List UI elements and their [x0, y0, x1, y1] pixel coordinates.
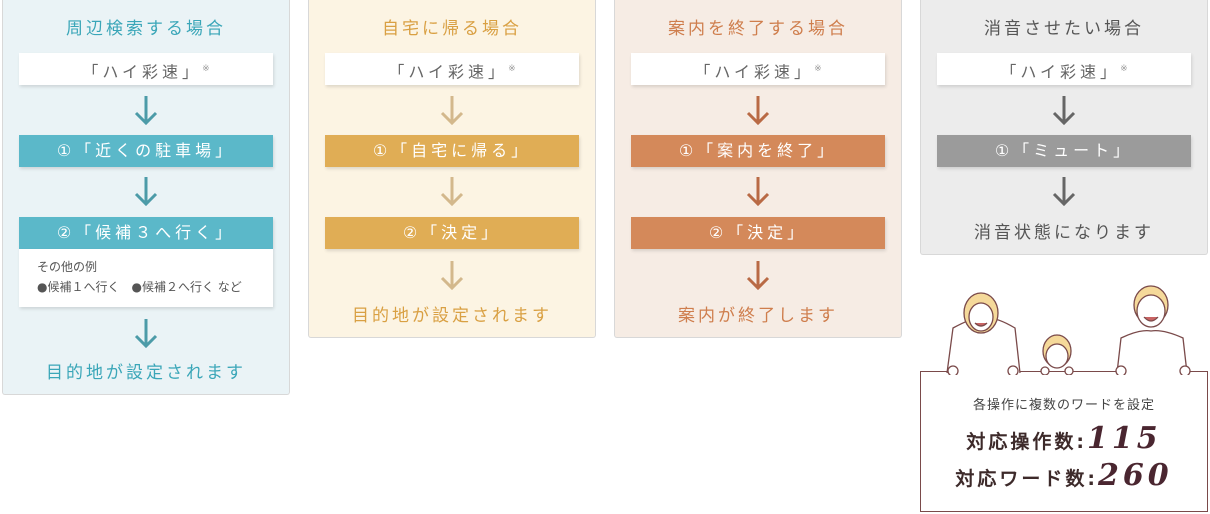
wake-word-box: 「ハイ彩速」※: [937, 53, 1191, 85]
arrow-down-icon: [746, 95, 770, 126]
panel-0: 周辺検索する場合 「ハイ彩速」※ ①「近くの駐車場」 ②「候補３へ行く」その他の…: [2, 0, 290, 395]
ops-row: 対応操作数:115: [921, 421, 1207, 456]
stats-board: 各操作に複数のワードを設定 対応操作数:115 対応ワード数:260: [920, 371, 1208, 512]
panel-title: 周辺検索する場合: [66, 19, 226, 39]
result-text: 消音状態になります: [974, 223, 1154, 243]
panel-1: 自宅に帰る場合 「ハイ彩速」※ ①「自宅に帰る」 ②「決定」目的地が設定されます: [308, 0, 596, 338]
step1-box: ①「ミュート」: [937, 135, 1191, 167]
step2-box: ②「決定」: [631, 217, 885, 249]
words-label: 対応ワード数:: [955, 468, 1098, 490]
result-text: 目的地が設定されます: [352, 306, 552, 326]
arrow-down-icon: [134, 176, 158, 207]
step2-box: ②「候補３へ行く」: [19, 217, 273, 249]
arrow-down-icon: [440, 176, 464, 207]
step1-box: ①「自宅に帰る」: [325, 135, 579, 167]
wake-word: 「ハイ彩速」: [1000, 62, 1121, 82]
examples-list: ●候補１へ行く ●候補２へ行く など: [37, 280, 242, 294]
result-text: 目的地が設定されます: [46, 363, 246, 383]
step1-box: ①「近くの駐車場」: [19, 135, 273, 167]
examples-label: その他の例: [37, 260, 98, 274]
arrow-down-icon: [134, 318, 158, 349]
arrow-down-icon: [1052, 176, 1076, 207]
note-mark: ※: [814, 64, 822, 74]
step2-box: ②「決定」: [325, 217, 579, 249]
wake-word: 「ハイ彩速」: [82, 62, 203, 82]
wake-word: 「ハイ彩速」: [694, 62, 815, 82]
ops-label: 対応操作数:: [966, 431, 1087, 453]
arrow-down-icon: [440, 260, 464, 291]
arrow-down-icon: [746, 176, 770, 207]
wake-word-box: 「ハイ彩速」※: [631, 53, 885, 85]
wake-word-box: 「ハイ彩速」※: [325, 53, 579, 85]
step1-box: ①「案内を終了」: [631, 135, 885, 167]
arrow-down-icon: [1052, 95, 1076, 126]
result-text: 案内が終了します: [678, 306, 838, 326]
panel-title: 消音させたい場合: [984, 19, 1144, 39]
ops-value: 115: [1086, 421, 1162, 456]
panel-2: 案内を終了する場合 「ハイ彩速」※ ①「案内を終了」 ②「決定」案内が終了します: [614, 0, 902, 338]
panel-title: 案内を終了する場合: [668, 19, 848, 39]
board-caption: 各操作に複数のワードを設定: [972, 398, 1155, 413]
arrow-down-icon: [746, 260, 770, 291]
wake-word-box: 「ハイ彩速」※: [19, 53, 273, 85]
panel-3: 消音させたい場合 「ハイ彩速」※ ①「ミュート」 消音状態になります: [920, 0, 1208, 255]
note-mark: ※: [202, 64, 210, 74]
wake-word: 「ハイ彩速」: [388, 62, 509, 82]
panel-title: 自宅に帰る場合: [382, 19, 522, 39]
arrow-down-icon: [134, 95, 158, 126]
note-mark: ※: [508, 64, 516, 74]
arrow-down-icon: [440, 95, 464, 126]
family-illustration: [946, 285, 1191, 375]
examples-box: その他の例 ●候補１へ行く ●候補２へ行く など: [19, 249, 273, 307]
words-row: 対応ワード数:260: [921, 458, 1207, 493]
note-mark: ※: [1120, 64, 1128, 74]
words-value: 260: [1097, 458, 1173, 493]
